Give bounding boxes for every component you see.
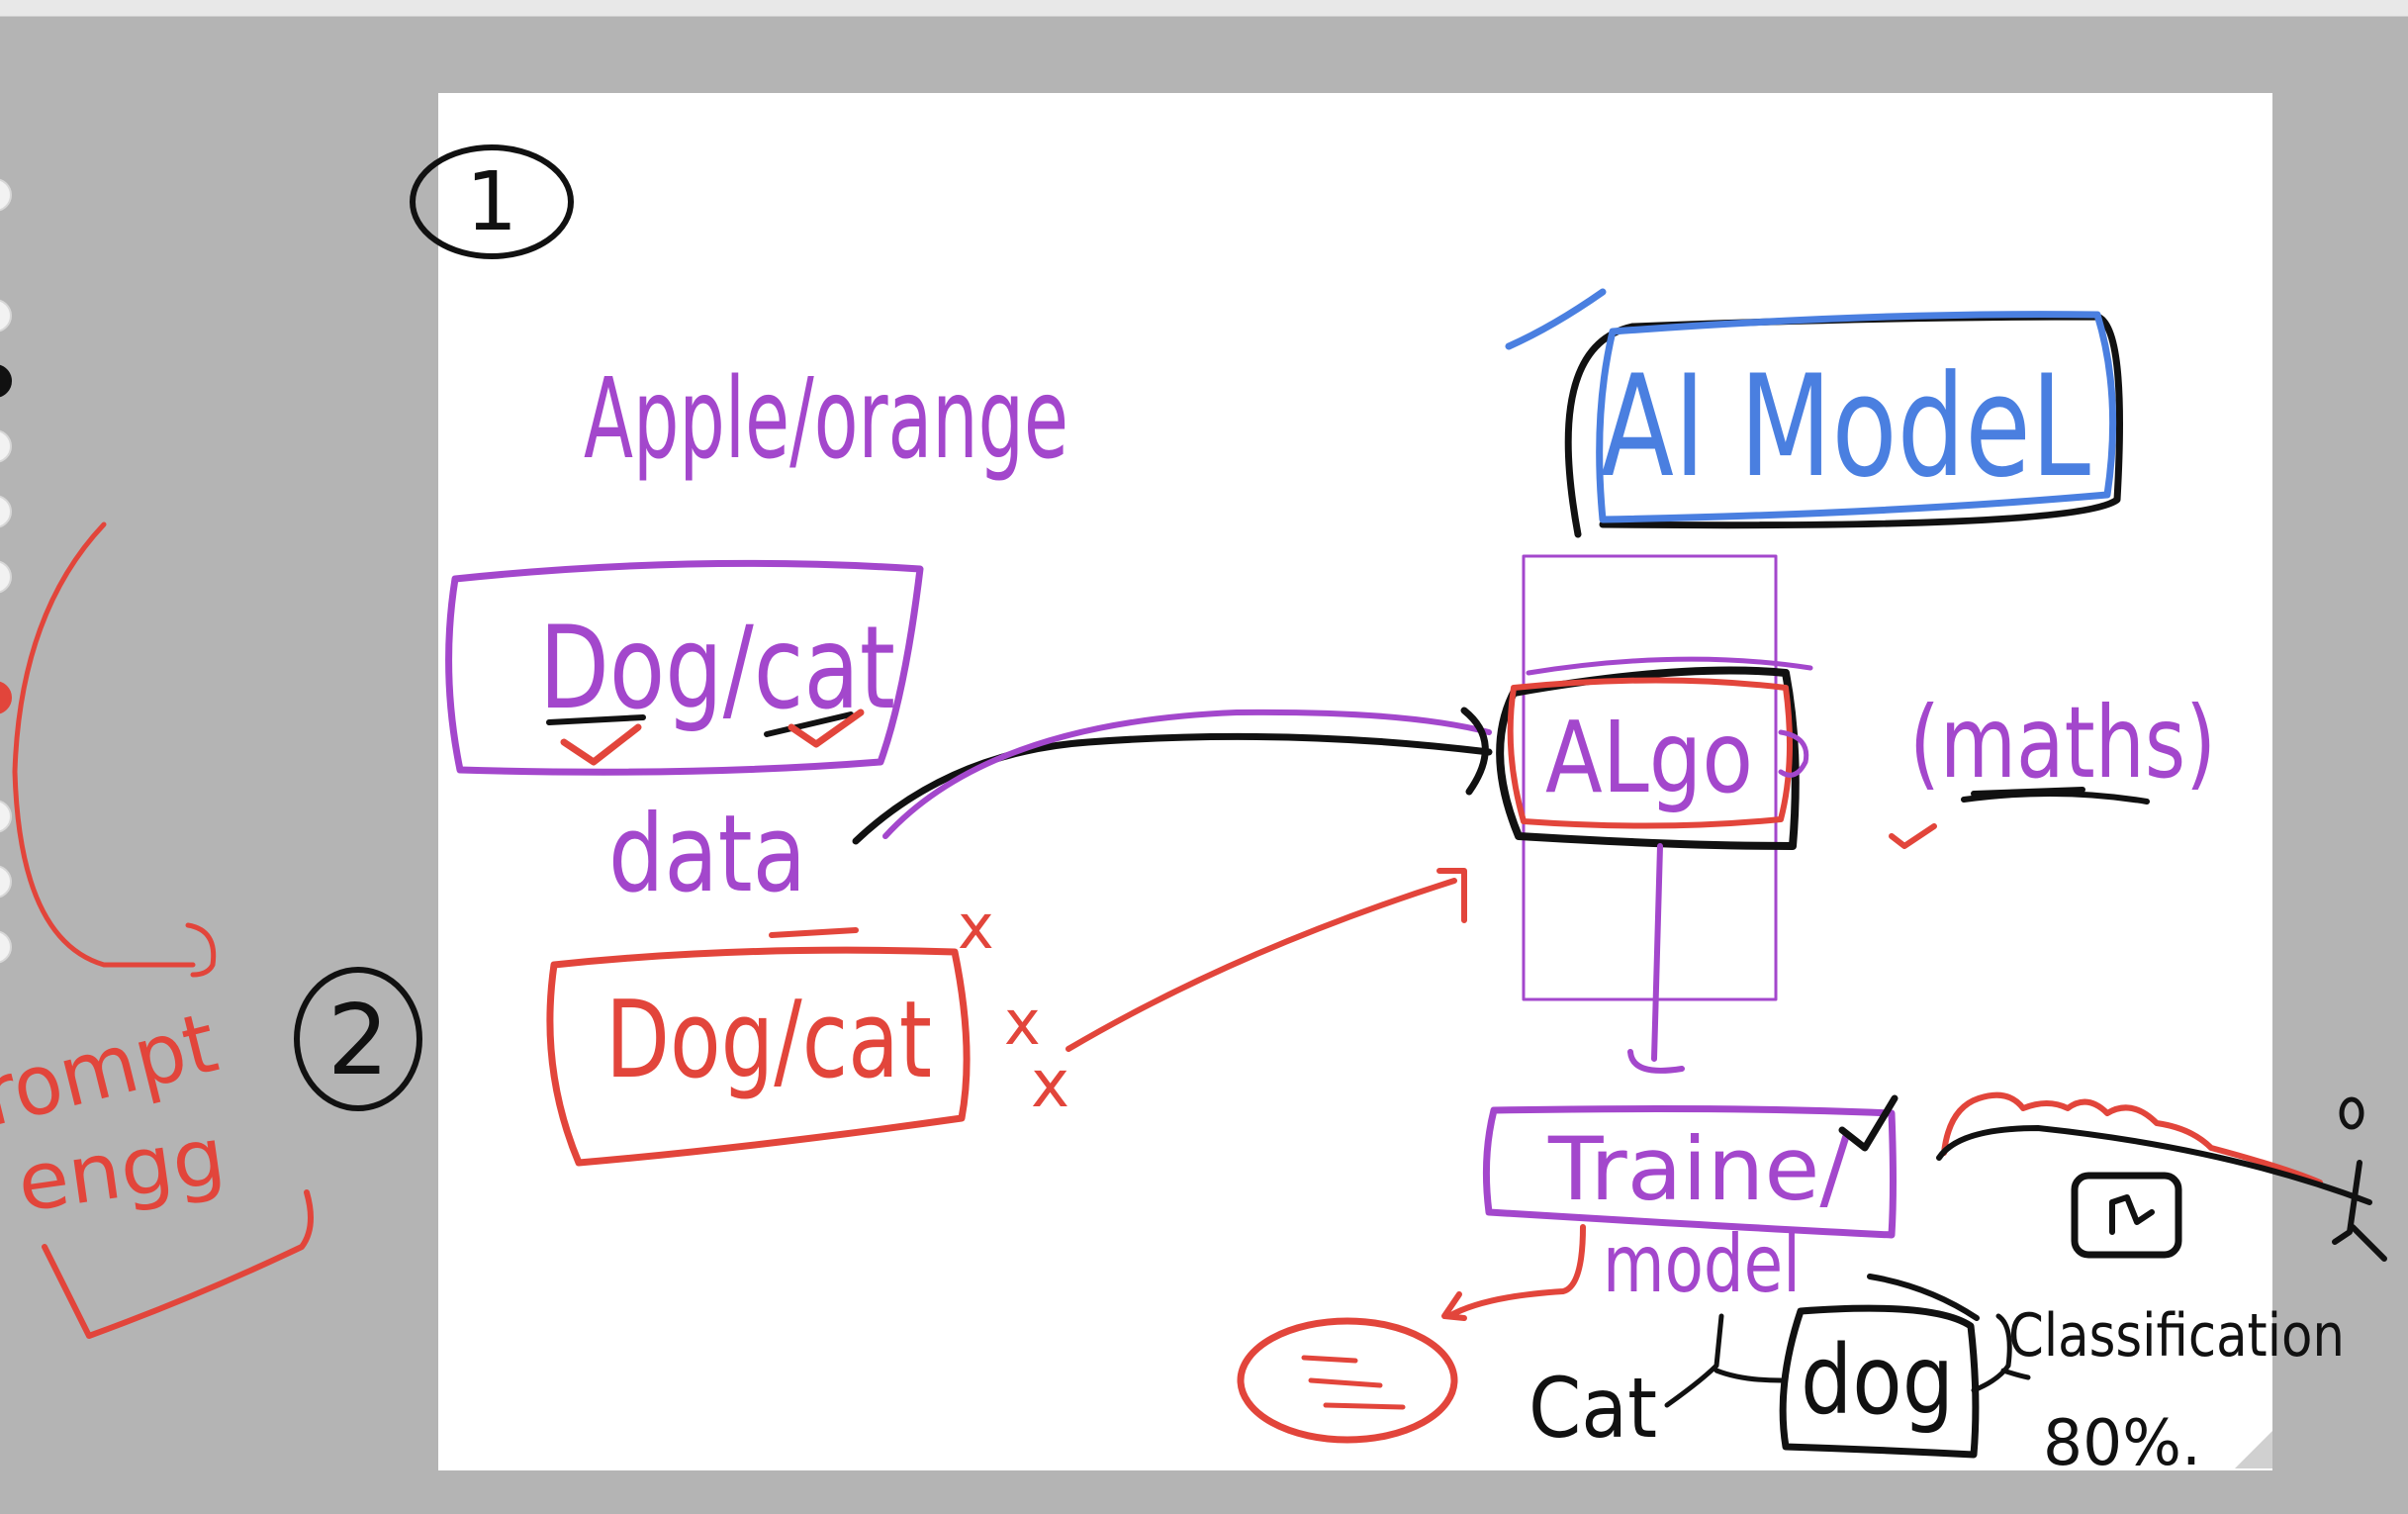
red-squiggle <box>1941 1091 2323 1185</box>
algorithm-column-frame <box>1522 554 1778 1001</box>
algo-text: ALgo <box>1545 700 1753 815</box>
step-two-circle <box>294 967 422 1111</box>
dog-box-top <box>1867 1274 1980 1321</box>
classification-text: Classification <box>2008 1301 2345 1371</box>
screen-icon <box>2071 1172 2182 1259</box>
screen-icon-glyph <box>2109 1194 2155 1235</box>
check-mark-blue <box>1505 288 1607 350</box>
percent-text: 80%. <box>2043 1407 2201 1480</box>
x-mark: x <box>1031 1046 1069 1122</box>
underline-mark <box>764 711 854 737</box>
cat-text: Cat <box>1528 1360 1657 1457</box>
underline-mark <box>546 714 646 725</box>
maths-underline <box>1971 787 2085 797</box>
dog-text: dog <box>1801 1325 1954 1436</box>
page-resize-corner[interactable] <box>2235 1431 2272 1468</box>
model-to-output-head <box>1441 1291 1467 1321</box>
dog-cat-top-text: Dog/cat <box>539 602 895 735</box>
user-body <box>2332 1160 2387 1262</box>
red-arrow-to-algo <box>1065 878 1457 1052</box>
maths-text: (maths) <box>1909 685 2216 801</box>
dog-box <box>1779 1304 1980 1459</box>
x-mark: x <box>958 891 994 963</box>
algo-arrow-head <box>1460 707 1489 796</box>
check-mark <box>1889 823 1937 849</box>
data-to-algo-arrow-black <box>852 732 1493 845</box>
prompt-arrow-curve <box>12 521 196 968</box>
cat-to-dog-brace <box>1664 1313 1784 1408</box>
prompt-arrow-head <box>185 922 217 978</box>
step-one-circle <box>410 144 574 259</box>
check-mark <box>787 709 865 748</box>
data-text: data <box>608 793 806 916</box>
data-to-algo-arrow-purple <box>882 709 1492 839</box>
algo-to-trained-line <box>1651 843 1663 1062</box>
trained-box <box>1482 1105 1897 1239</box>
algo-box-red <box>1507 677 1793 829</box>
model-text: model <box>1603 1218 1801 1310</box>
algo-to-trained-head <box>1627 1049 1685 1074</box>
apple-orange-text: Apple/orange <box>584 355 1068 484</box>
model-to-output-arrow <box>1446 1224 1586 1319</box>
whiteboard-page[interactable] <box>438 93 2272 1470</box>
x-mark: x <box>1004 987 1041 1059</box>
trained-text: Traine/ <box>1547 1118 1850 1220</box>
output-lines <box>1301 1355 1406 1410</box>
maths-underline <box>1961 790 2150 804</box>
algo-box-black <box>1496 666 1800 850</box>
prompt-bracket <box>42 1189 314 1339</box>
dog-cat-box-bottom <box>546 946 971 1167</box>
black-curve <box>1936 1125 2372 1205</box>
user-head <box>2339 1096 2364 1130</box>
ai-model-box-blue <box>1596 311 2117 523</box>
output-oval <box>1237 1317 1458 1444</box>
algo-suffix-stroke <box>1778 729 1809 778</box>
step-two-label: 2 <box>327 985 389 1097</box>
tool-rail <box>0 0 24 1514</box>
top-toolbar-strip <box>0 0 2408 17</box>
check-mark <box>560 723 642 766</box>
red-arrow-head <box>1436 868 1467 923</box>
dog-cat-box-top <box>445 559 924 776</box>
box-top-stroke <box>769 927 859 938</box>
step-one-label: 1 <box>466 155 517 249</box>
ai-model-text: AI ModeL <box>1601 345 2090 509</box>
algo-box-purple <box>1526 656 1813 676</box>
check-mark <box>1838 1094 1899 1152</box>
dog-cat-bottom-text: Dog/cat <box>605 979 932 1102</box>
dog-to-class-brace <box>1971 1313 2031 1393</box>
